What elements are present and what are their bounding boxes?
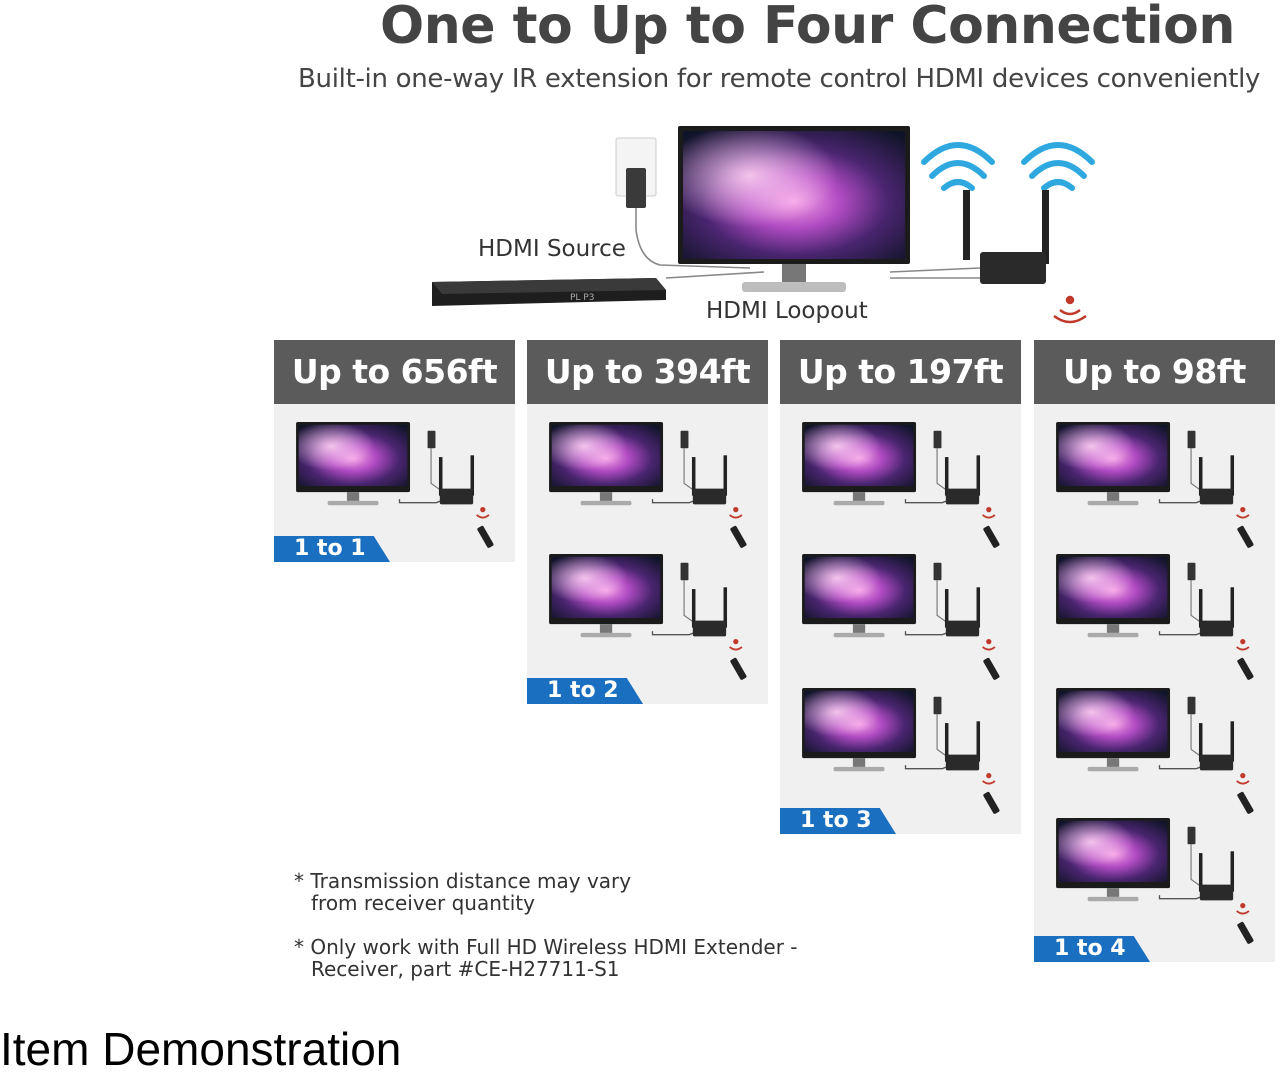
column-1-to-3: Up to 197ft 1 to 3 — [780, 340, 1021, 834]
receiver-unit-icon — [295, 422, 496, 550]
antenna-icon — [1042, 190, 1049, 264]
note-distance: * Transmission distance may vary from re… — [294, 870, 631, 914]
column-1-to-4: Up to 98ft 1 to 4 — [1034, 340, 1275, 962]
power-adapter-icon — [626, 168, 646, 208]
receiver-unit-icon — [801, 688, 1002, 816]
note-line: from receiver quantity — [311, 891, 535, 915]
antenna-icon — [963, 190, 970, 260]
distance-header: Up to 197ft — [780, 340, 1021, 404]
column-1-to-2: Up to 394ft 1 to 2 — [527, 340, 768, 704]
distance-header: Up to 98ft — [1034, 340, 1275, 404]
receiver-unit-icon — [548, 422, 749, 550]
item-demonstration-caption: Item Demonstration — [0, 1023, 402, 1075]
transmitter-box-icon — [980, 252, 1046, 284]
wifi-icon — [921, 142, 995, 191]
hdmi-source-player-icon: PL P3 — [432, 278, 666, 306]
receiver-unit-icon — [548, 554, 749, 682]
note-line: * Only work with Full HD Wireless HDMI E… — [294, 935, 798, 959]
receiver-unit-icon — [801, 554, 1002, 682]
page-subtitle: Built-in one-way IR extension for remote… — [298, 64, 1261, 94]
ratio-tag: 1 to 1 — [274, 536, 390, 562]
page-title: One to Up to Four Connection — [380, 0, 1235, 56]
receiver-unit-icon — [801, 422, 1002, 550]
title-area: One to Up to Four Connection — [0, 0, 1280, 60]
wifi-icon — [1021, 142, 1095, 191]
ratio-tag: 1 to 3 — [780, 808, 896, 834]
ir-signal-icon — [1053, 295, 1087, 324]
hero-illustration: PL P3 — [432, 126, 1095, 324]
ratio-tag: 1 to 4 — [1034, 936, 1150, 962]
player-text: PL P3 — [570, 293, 594, 303]
ratio-tag: 1 to 2 — [527, 678, 643, 704]
note-line: Receiver, part #CE-H27711-S1 — [311, 957, 620, 981]
receiver-unit-icon — [1055, 818, 1256, 946]
receiver-unit-icon — [1055, 554, 1256, 682]
distance-header: Up to 656ft — [274, 340, 515, 404]
receiver-unit-icon — [1055, 688, 1256, 816]
hdmi-loopout-label: HDMI Loopout — [706, 298, 868, 324]
column-1-to-1: Up to 656ft 1 to 1 — [274, 340, 515, 562]
note-line: * Transmission distance may vary — [294, 869, 632, 893]
distance-header: Up to 394ft — [527, 340, 768, 404]
main-monitor-icon — [678, 126, 910, 292]
receiver-unit-icon — [1055, 422, 1256, 550]
hdmi-source-label: HDMI Source — [478, 236, 626, 262]
note-compatibility: * Only work with Full HD Wireless HDMI E… — [294, 936, 798, 980]
